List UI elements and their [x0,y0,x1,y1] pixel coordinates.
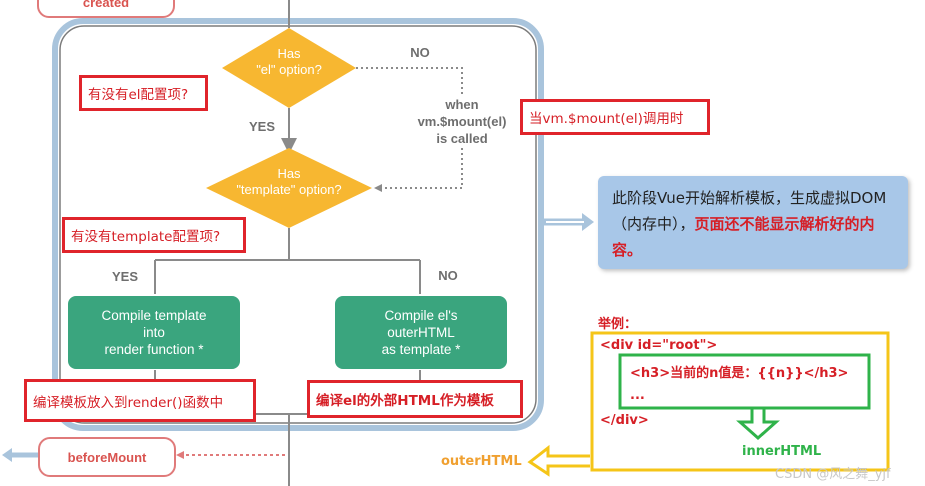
example-title: 举例： [598,317,638,332]
compile-template-box: Compile template into render function * [68,296,240,369]
compile-template-line1: Compile template [101,308,207,323]
annotation-el-option: 有没有el配置项? [79,75,208,111]
compile-template-line2: into [143,325,165,340]
inner-html-label: innerHTML [742,444,822,459]
annotation-compile-outer: 编译el的外部HTML作为模板 [307,380,523,418]
example-line3: ... [630,388,645,403]
compile-el-line2: outerHTML [387,325,455,340]
compile-el-line3: as template * [381,342,461,357]
when-line1: when [445,97,479,112]
decision-el-diamond [222,28,356,108]
annotation-template-option: 有没有template配置项? [62,217,246,253]
outer-html-label: outerHTML [441,454,522,469]
compile-el-box: Compile el's outerHTML as template * [335,296,507,369]
annotation-mount-called: 当vm.$mount(el)调用时 [520,99,710,135]
created-pill: created [37,0,175,18]
compile-template-line3: render function * [104,342,204,357]
when-mount-called-text: when vm.$mount(el) is called [400,96,524,147]
decision-el-line2: "el" option? [256,62,322,77]
example-line1: <div id="root"> [600,338,718,353]
info-box: 此阶段Vue开始解析模板，生成虚拟DOM（内存中），页面还不能显示解析好的内容。 [598,176,908,269]
example-line2: <h3>当前的n值是：{{n}}</h3> [630,366,849,381]
decision-template-line1: Has [277,166,301,181]
decision-template-line2: "template" option? [236,182,342,197]
inner-html-box [618,353,871,410]
yes-label-mid: YES [248,119,275,134]
when-line3: is called [436,131,488,146]
decision-template-text: Has "template" option? [214,166,364,198]
outer-html-box [590,331,890,472]
created-label: created [82,0,130,10]
info-box-bold-text: 页面还不能显示解析好的内容。 [612,215,875,259]
decision-el-line1: Has [277,46,301,61]
yes-label-left: YES [111,269,138,284]
no-label-right: NO [438,268,458,283]
annotation-compile-render: 编译模板放入到render()函数中 [24,379,256,422]
annotation-compile-outer-text: 编译el的外部HTML作为模板 [316,393,494,409]
annotation-template-option-text: 有没有template配置项? [71,229,221,245]
annotation-mount-called-text: 当vm.$mount(el)调用时 [529,111,684,127]
before-mount-pill: beforeMount [38,437,176,477]
annotation-compile-render-text: 编译模板放入到render()函数中 [33,394,224,411]
example-line4: </div> [600,413,649,428]
compile-el-line1: Compile el's [384,308,458,323]
before-mount-label: beforeMount [67,449,147,465]
decision-el-text: Has "el" option? [229,46,349,78]
info-box-text: 此阶段Vue开始解析模板，生成虚拟DOM（内存中）， [612,189,887,233]
decision-template-diamond [206,148,372,228]
no-label-top: NO [410,45,430,60]
when-line2: vm.$mount(el) [417,114,507,129]
annotation-el-option-text: 有没有el配置项? [88,87,189,103]
watermark: CSDN @风之舞_yjf [775,467,891,482]
